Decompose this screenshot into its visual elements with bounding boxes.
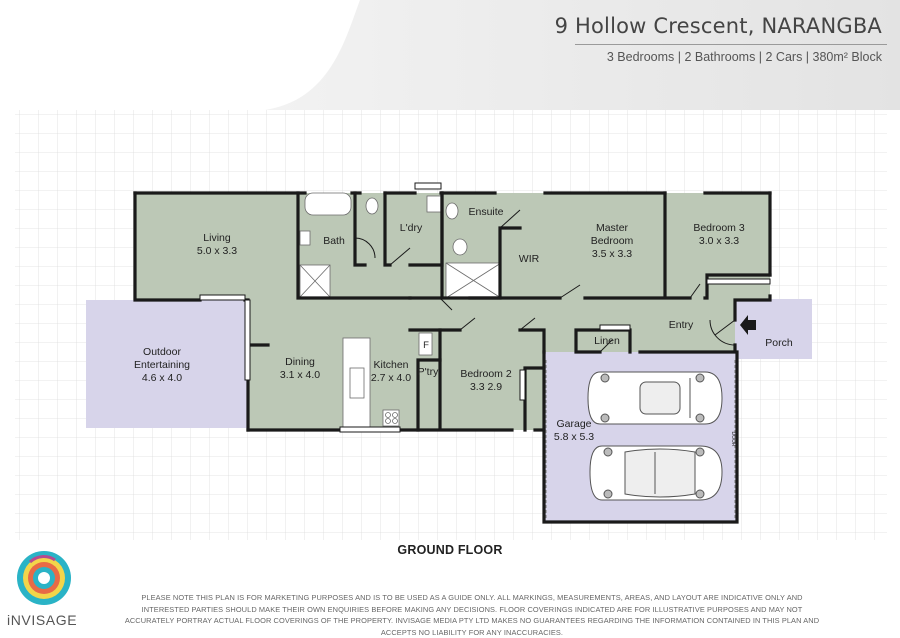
- car-hatchback: [589, 445, 723, 501]
- room-name: Entry: [668, 319, 694, 331]
- outdoor-area-fill: [86, 300, 248, 428]
- room-entry: Entry: [669, 319, 694, 332]
- room-name: Dining: [285, 356, 315, 368]
- disclaimer-text: Please note this plan is for marketing p…: [124, 593, 820, 637]
- room-bedroom-3: Bedroom 3 3.0 x 3.3: [693, 222, 744, 248]
- garage-door-tag: DOOR: [730, 432, 736, 447]
- room-dims: 5.8 x 5.3: [553, 431, 595, 443]
- room-wir: WIR: [519, 253, 539, 266]
- room-dims: 3.1 x 4.0: [279, 369, 321, 381]
- room-dims: 4.6 x 4.0: [141, 372, 183, 384]
- room-kitchen: Kitchen 2.7 x 4.0: [371, 359, 411, 385]
- property-summary: 3 Bedrooms | 2 Bathrooms | 2 Cars | 380m…: [606, 50, 882, 64]
- room-name-line2: Entertaining: [133, 359, 191, 371]
- room-name: P'try: [417, 366, 439, 378]
- room-dining: Dining 3.1 x 4.0: [280, 356, 320, 382]
- interior-fill: [135, 193, 770, 430]
- entry-arrow-icon: [740, 315, 756, 335]
- brand-name: iNVISAGE: [7, 612, 78, 628]
- room-bath: Bath: [323, 235, 345, 248]
- invisage-logo-icon: [17, 551, 71, 605]
- room-ensuite: Ensuite: [468, 206, 503, 219]
- room-name: Bedroom 2: [460, 368, 512, 380]
- room-name: Porch: [765, 337, 793, 349]
- room-name-line2: Bedroom: [590, 235, 634, 247]
- room-name: Kitchen: [373, 359, 409, 371]
- room-dims: 5.0 x 3.3: [196, 245, 238, 257]
- car-convertible: [587, 371, 723, 425]
- garage-doors: [545, 360, 736, 520]
- room-garage: Garage 5.8 x 5.3: [554, 418, 594, 444]
- room-name: Master: [595, 222, 629, 234]
- fixtures: [299, 192, 502, 428]
- door-swings: [354, 209, 736, 353]
- room-name: F: [423, 340, 429, 351]
- room-dims: 3.0 x 3.3: [698, 235, 740, 247]
- room-name: L'dry: [399, 222, 423, 234]
- room-dims: 3.5 x 3.3: [591, 248, 633, 260]
- room-name: Bedroom 3: [693, 222, 745, 234]
- windows: [199, 182, 771, 433]
- room-pantry: P'try: [418, 366, 439, 379]
- room-name: Outdoor: [143, 346, 181, 358]
- room-laundry: L'dry: [400, 222, 422, 235]
- room-porch: Porch: [765, 337, 792, 350]
- room-name: Ensuite: [468, 206, 504, 218]
- room-name: Living: [203, 232, 231, 244]
- room-dims: 2.7 x 4.0: [370, 372, 412, 384]
- room-dims: 3.3 2.9: [469, 381, 503, 393]
- room-name: Bath: [323, 235, 345, 247]
- room-name: Garage: [556, 418, 592, 430]
- room-master-bedroom: Master Bedroom 3.5 x 3.3: [591, 222, 634, 261]
- room-name: Linen: [594, 335, 620, 347]
- floor-label: GROUND FLOOR: [397, 543, 503, 557]
- property-address: 9 Hollow Crescent, NARANGBA: [554, 14, 882, 38]
- room-outdoor-entertaining: Outdoor Entertaining 4.6 x 4.0: [134, 346, 190, 385]
- room-linen: Linen: [594, 335, 620, 348]
- room-name: DOOR: [730, 431, 736, 447]
- room-fridge: F: [423, 339, 429, 352]
- title-divider: [575, 44, 887, 45]
- room-bedroom-2: Bedroom 2 3.3 2.9: [460, 368, 511, 394]
- room-name: WIR: [518, 253, 540, 265]
- header-decoration: [0, 0, 900, 110]
- room-living: Living 5.0 x 3.3: [197, 232, 237, 258]
